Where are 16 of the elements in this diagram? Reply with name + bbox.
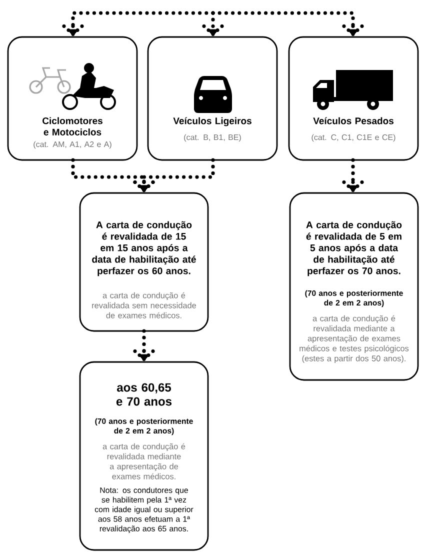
dotted-arrow: [211, 11, 364, 36]
rule-text: A carta de condução é revalidada de 15 em 15 anos após a data de habilitação até perfazer os 60 anos.: [92, 221, 196, 276]
dotted-arrow: [133, 329, 155, 362]
dotted-arrow: [133, 158, 215, 192]
category-subtitle: (cat. AM, A1, A2 e A): [34, 141, 112, 149]
rule-description: a carta de condução é revalidada sem necessidade de exames médicos.: [92, 292, 196, 318]
rule-description: a carta de condução é revalidada mediante a apresentação de exames médicos.: [102, 443, 186, 480]
rule-text: A carta de condução é revalidada de 5 em 5 anos após a data de habilitação até perfazer os 70 anos.: [306, 221, 402, 276]
category-title: Ciclomotores e Motociclos: [42, 117, 102, 136]
category-title: Veículos Pesados: [313, 117, 394, 124]
rule-description: a carta de condução é revalidada mediante a apresentação de exames médicos e testes psicológicos (estes a partir dos 50 anos).: [300, 315, 409, 363]
dotted-arrow: [342, 158, 364, 192]
category-subtitle: (cat. C, C1, C1E e CE): [312, 134, 396, 142]
age-text: aos 60,65 e 70 anos: [116, 383, 172, 406]
category-subtitle: (cat. B, B1, BE): [184, 134, 241, 142]
category-title: Veículos Ligeiros: [173, 117, 252, 126]
